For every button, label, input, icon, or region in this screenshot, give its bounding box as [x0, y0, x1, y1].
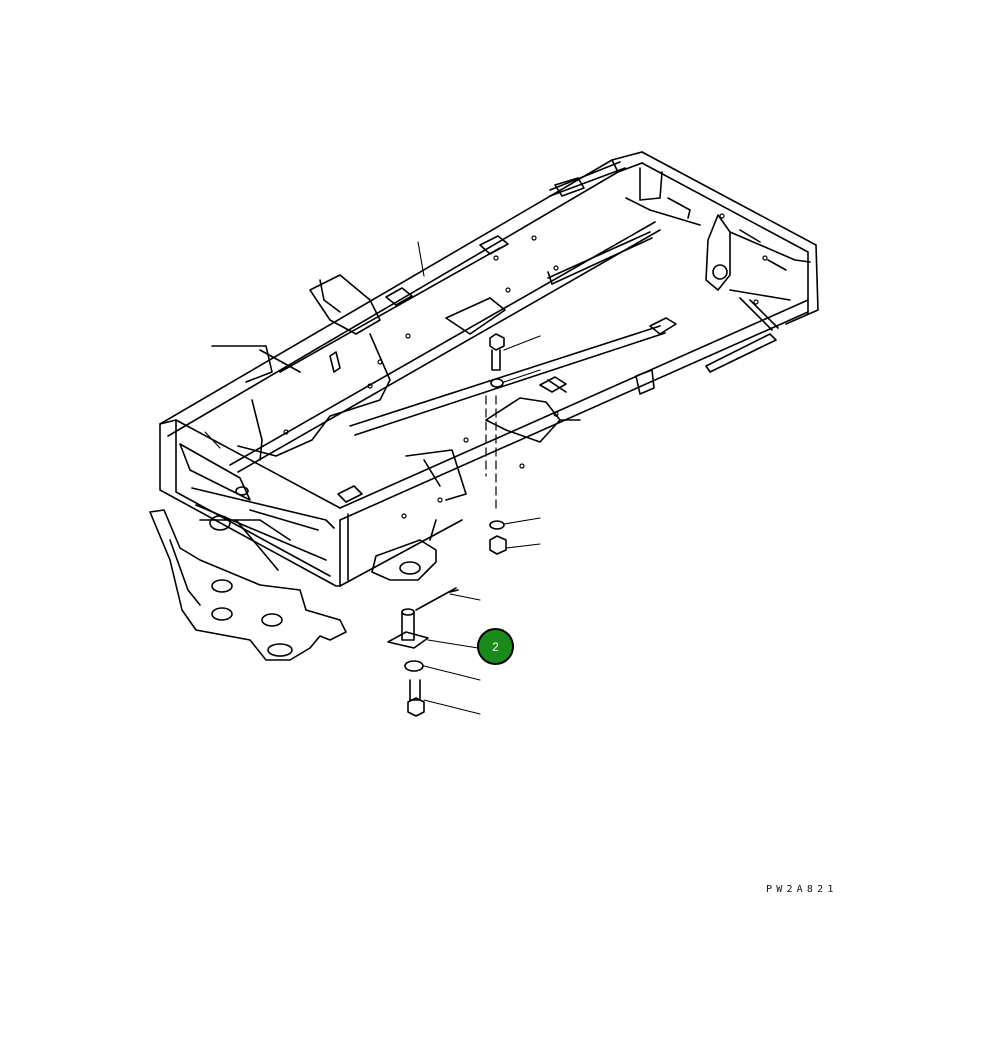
frame-inner-members	[229, 221, 666, 473]
hinge-bracket	[371, 519, 437, 581]
bolt-upper	[489, 333, 505, 371]
bolt-pin	[407, 679, 425, 717]
washer-upper	[490, 378, 504, 388]
rail-brackets	[211, 177, 787, 503]
frame-right-rail	[339, 299, 809, 587]
frame-front-plate	[159, 419, 341, 587]
callout-number: 2	[492, 639, 499, 654]
frame-rear-crossmember	[625, 151, 819, 331]
drawing-code: PW2A821	[766, 884, 838, 895]
frame-lower-bracket	[149, 509, 347, 661]
hinge-pin	[387, 608, 429, 649]
washer-pin	[404, 660, 424, 672]
split-pin	[415, 587, 459, 611]
nut-lower	[489, 535, 507, 555]
washer-lower	[489, 520, 505, 530]
leader-lines	[204, 241, 541, 715]
callout-badge-2[interactable]: 2	[477, 628, 514, 665]
frame-left-rail	[159, 151, 643, 437]
mounting-holes	[283, 213, 768, 519]
